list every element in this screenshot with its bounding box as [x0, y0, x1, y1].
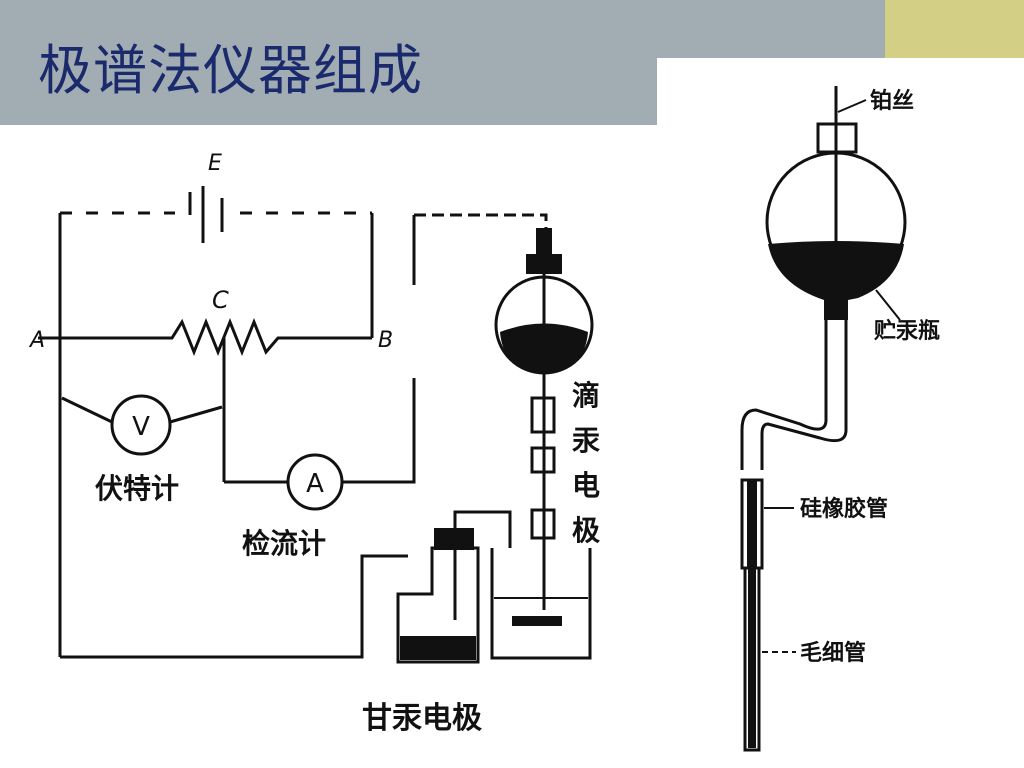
- galvanometer-label: 检流计: [242, 527, 326, 560]
- reservoir-stopper: [816, 122, 858, 154]
- sce-stopper: [434, 528, 474, 550]
- voltmeter-label: 伏特计: [95, 472, 179, 505]
- label-silicone-tube: 硅橡胶管: [800, 496, 888, 522]
- reservoir-mercury: [747, 241, 904, 748]
- label-mercury-reservoir: 贮汞瓶: [874, 319, 940, 344]
- dme-label-char: 滴: [572, 379, 600, 412]
- circuit-wiring: [38, 186, 594, 664]
- silicone-tube-mercury: [747, 480, 757, 568]
- voltmeter-circle: [110, 394, 172, 456]
- mercury-fill: [768, 241, 904, 320]
- dme-label-char: 极: [572, 514, 600, 547]
- leader-platinum-wire: [837, 99, 867, 113]
- label-e: E: [208, 151, 222, 176]
- beaker: [490, 548, 592, 660]
- label-platinum-wire: 铂丝: [870, 88, 914, 114]
- galvanometer-wire-right: [342, 378, 416, 484]
- diagram-panel: [657, 58, 1024, 768]
- wire-to-dme-top: [414, 213, 548, 232]
- voltmeter-wire-right: [169, 405, 223, 424]
- bottom-wire: [60, 554, 408, 659]
- dme-connector: [530, 446, 556, 474]
- leader-reservoir: [875, 289, 901, 321]
- reservoir-neck-tube-right: [760, 308, 848, 470]
- slide-wire-resistor: [38, 317, 372, 357]
- label-capillary: 毛细管: [800, 640, 866, 666]
- sce-label: 甘汞电极: [362, 701, 482, 736]
- dme-label-char: 汞: [572, 424, 601, 457]
- voltmeter-symbol: V: [132, 412, 150, 442]
- dme-top-cap: [536, 228, 552, 256]
- mercury-fills: [400, 228, 588, 660]
- label-a: A: [28, 328, 45, 353]
- capillary-mercury: [748, 568, 756, 748]
- accent-box: [885, 0, 1024, 58]
- dme-stopper: [526, 254, 562, 274]
- beaker-mercury-pool: [512, 616, 562, 626]
- label-c: C: [212, 286, 229, 314]
- dme-connector: [530, 508, 556, 540]
- voltmeter-wire-left: [61, 396, 113, 424]
- dme-mercury: [500, 323, 588, 374]
- label-b: B: [378, 328, 393, 353]
- ammeter-symbol: A: [306, 469, 324, 499]
- dme-label-char: 电: [572, 469, 600, 502]
- slide-title: 极谱法仪器组成: [38, 39, 423, 102]
- dme-connector: [530, 396, 556, 434]
- reservoir-neck-tube-left: [740, 308, 828, 470]
- sce-mercury: [400, 636, 476, 660]
- sce-vessel: [396, 546, 480, 664]
